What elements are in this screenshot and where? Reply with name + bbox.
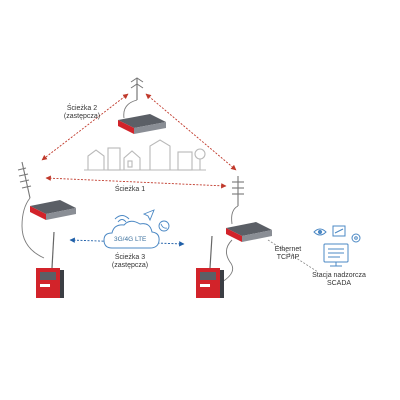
left-plc-icon: [36, 268, 64, 298]
send-icon: [142, 209, 155, 222]
right-router-icon: [221, 222, 272, 283]
path3-label: Ścieżka 3 (zastępcza): [100, 254, 160, 270]
path3-title: Ścieżka 3: [114, 254, 146, 261]
path1-link: [45, 175, 227, 189]
eye-icon: [313, 228, 327, 236]
path2-subtitle: (zastępcza): [63, 113, 101, 120]
path2-title: Ścieżka 2: [66, 105, 98, 112]
cloud-icon: [103, 220, 160, 249]
cloud-label: 3G/4G LTE: [114, 236, 147, 243]
path1-label: Ścieżka 1: [114, 186, 146, 193]
ethernet-line2: TCP/IP: [276, 254, 300, 261]
settings-icon: [351, 233, 361, 243]
scada-line1: Stacja nadzorcza: [312, 272, 366, 279]
dashboard-icon: [332, 225, 346, 237]
ethernet-line1: Ethernet: [274, 246, 302, 253]
path2-label: Ścieżka 2 (zastępcza): [52, 105, 112, 121]
right-antenna-icon: [231, 176, 244, 225]
left-plc-antenna: [51, 231, 55, 269]
right-plc-icon: [196, 268, 224, 298]
top-router-icon: [118, 114, 166, 134]
path2-right-link: [145, 93, 237, 171]
left-router-icon: [30, 200, 76, 220]
ethernet-link: [267, 239, 319, 273]
top-antenna-icon: [123, 77, 144, 119]
scada-line2: SCADA: [326, 280, 352, 287]
path2-left-link: [41, 93, 129, 161]
wifi-icon: [114, 215, 130, 223]
right-plc-antenna: [209, 235, 213, 269]
scada-label: Stacja nadzorcza SCADA: [304, 272, 374, 288]
monitor-icon: [323, 243, 349, 267]
ethernet-label: Ethernet TCP/IP: [268, 246, 308, 262]
phone-icon: [158, 220, 170, 232]
path-links: [41, 93, 237, 189]
left-antenna-icon: [17, 161, 45, 259]
path3-subtitle: (zastępcza): [111, 262, 149, 269]
city-icon: [84, 139, 206, 171]
